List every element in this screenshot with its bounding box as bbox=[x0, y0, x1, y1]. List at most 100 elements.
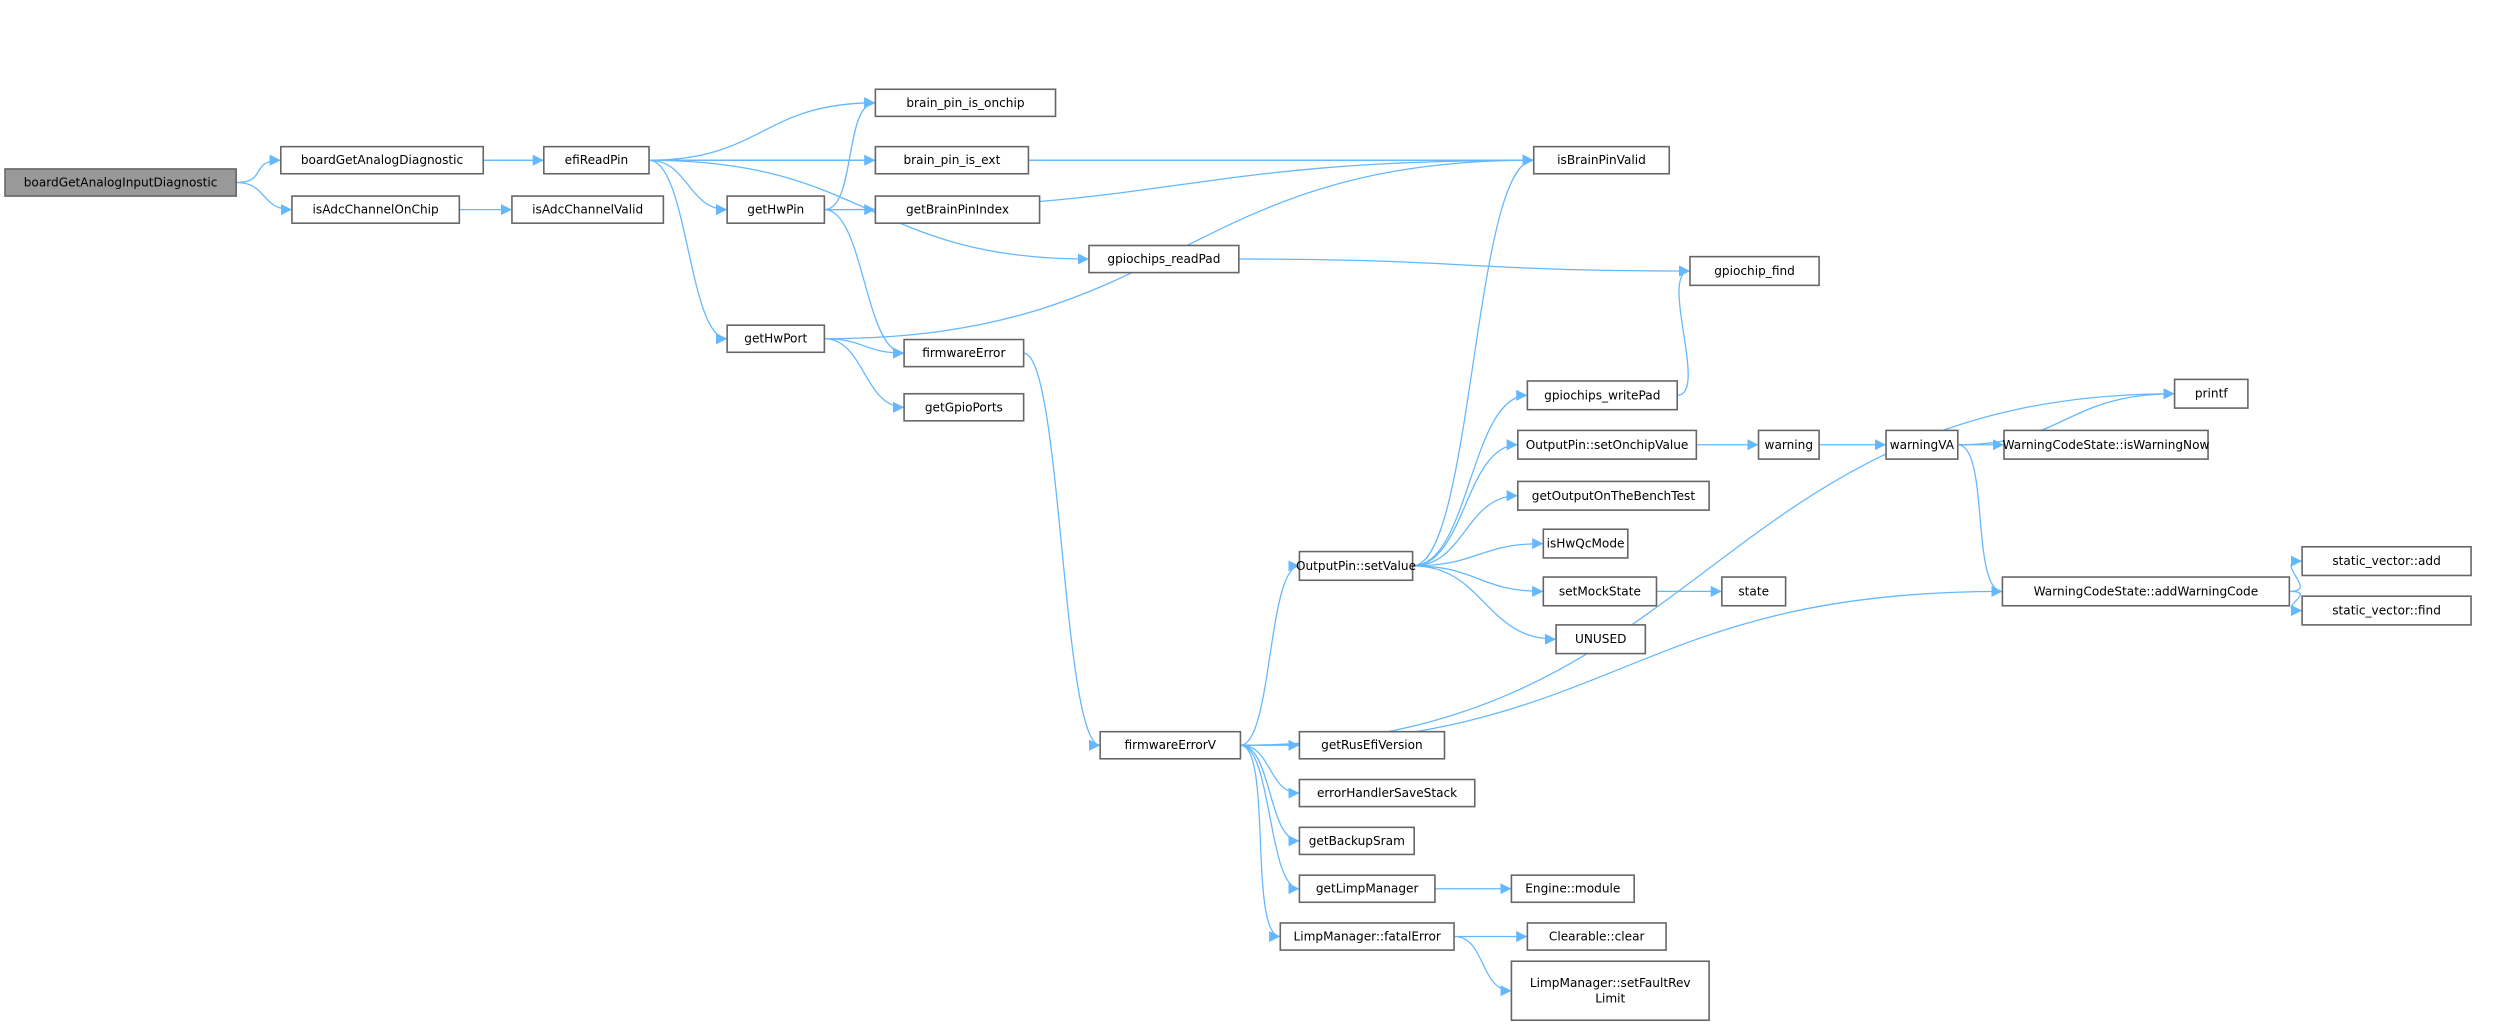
node-ibpv[interactable]: isBrainPinValid bbox=[1532, 145, 1671, 175]
node-label: getOutputOnTheBenchTest bbox=[1532, 489, 1696, 503]
node-label: static_vector::find bbox=[2332, 604, 2441, 618]
node-ghport[interactable]: getHwPort bbox=[726, 324, 826, 354]
node-lmfe[interactable]: LimpManager::fatalError bbox=[1279, 922, 1455, 951]
node-label: printf bbox=[2195, 387, 2228, 401]
node-box bbox=[1517, 429, 1698, 460]
node-box bbox=[1298, 730, 1446, 760]
node-box bbox=[1298, 778, 1476, 808]
edge-osv-to-ibpv bbox=[1412, 154, 1534, 567]
node-ghp[interactable]: getHwPin bbox=[726, 195, 826, 224]
node-label: OutputPin::setValue bbox=[1296, 559, 1416, 573]
node-label: WarningCodeState::isWarningNow bbox=[2003, 438, 2210, 452]
node-fe[interactable]: firmwareError bbox=[903, 338, 1025, 368]
node-grp[interactable]: gpiochips_readPad bbox=[1088, 244, 1240, 274]
node-wva[interactable]: warningVA bbox=[1885, 429, 1959, 460]
node-label: gpiochips_writePad bbox=[1544, 388, 1660, 402]
node-box bbox=[726, 324, 826, 354]
node-box bbox=[1721, 576, 1787, 607]
node-ehss[interactable]: errorHandlerSaveStack bbox=[1298, 778, 1476, 808]
node-label: isHwQcMode bbox=[1547, 537, 1625, 551]
node-sva[interactable]: static_vector::add bbox=[2301, 545, 2472, 577]
edge-erp-to-ghp bbox=[649, 159, 728, 216]
node-box bbox=[1555, 624, 1647, 655]
node-label: Clearable::clear bbox=[1549, 930, 1645, 944]
node-ggp[interactable]: getGpioPorts bbox=[903, 392, 1025, 422]
node-osv[interactable]: OutputPin::setValue bbox=[1296, 550, 1416, 582]
node-em[interactable]: Engine::module bbox=[1510, 874, 1635, 904]
node-label: getLimpManager bbox=[1316, 882, 1419, 896]
node-box bbox=[874, 145, 1030, 175]
edge-erp-to-ghport bbox=[648, 159, 728, 345]
node-box bbox=[4, 168, 237, 197]
node-fev[interactable]: firmwareErrorV bbox=[1099, 730, 1242, 760]
node-box bbox=[1088, 244, 1240, 274]
node-bgaid[interactable]: boardGetAnalogInputDiagnostic bbox=[4, 168, 237, 197]
node-grev[interactable]: getRusEfiVersion bbox=[1298, 730, 1446, 760]
node-label: errorHandlerSaveStack bbox=[1317, 786, 1457, 800]
node-box bbox=[1526, 922, 1667, 951]
node-gbpi[interactable]: getBrainPinIndex bbox=[874, 195, 1041, 224]
edge-fev-to-osv bbox=[1240, 560, 1300, 746]
node-warning[interactable]: warning bbox=[1757, 429, 1820, 460]
node-box bbox=[2003, 429, 2209, 460]
edge-ghp-to-bpio bbox=[824, 97, 876, 211]
node-label-line: Limit bbox=[1595, 992, 1625, 1006]
edge-gwp-to-gf bbox=[1677, 265, 1691, 396]
edge-fev-to-lmfe bbox=[1240, 744, 1281, 943]
edge-wva-to-awc bbox=[1957, 444, 2003, 597]
edge-osv-to-unused bbox=[1412, 565, 1557, 645]
edge-osv-to-gobt bbox=[1412, 490, 1518, 567]
node-svf[interactable]: static_vector::find bbox=[2301, 595, 2472, 626]
node-gf[interactable]: gpiochip_find bbox=[1689, 255, 1820, 287]
node-label: boardGetAnalogDiagnostic bbox=[301, 153, 463, 167]
node-bpio[interactable]: brain_pin_is_onchip bbox=[874, 88, 1057, 118]
node-box bbox=[1099, 730, 1242, 760]
node-state[interactable]: state bbox=[1721, 576, 1787, 607]
node-box bbox=[1542, 528, 1629, 559]
node-label: Engine::module bbox=[1525, 882, 1620, 896]
node-box bbox=[874, 195, 1041, 224]
node-sms[interactable]: setMockState bbox=[1542, 576, 1658, 607]
edge-fe-to-fev bbox=[1023, 352, 1101, 751]
node-ihqm[interactable]: isHwQcMode bbox=[1542, 528, 1629, 559]
node-unused[interactable]: UNUSED bbox=[1555, 624, 1647, 655]
node-label: boardGetAnalogInputDiagnostic bbox=[24, 176, 218, 190]
node-box bbox=[1542, 576, 1658, 607]
node-label: getBrainPinIndex bbox=[906, 203, 1009, 217]
node-box bbox=[903, 338, 1025, 368]
node-box bbox=[1298, 550, 1414, 582]
edge-awc-to-svf bbox=[2289, 590, 2303, 617]
node-box bbox=[2001, 576, 2291, 607]
node-box bbox=[291, 195, 461, 224]
edge-erp-to-bpio bbox=[649, 97, 876, 161]
node-box bbox=[726, 195, 826, 224]
node-label: gpiochip_find bbox=[1714, 264, 1795, 278]
node-erp[interactable]: efiReadPin bbox=[543, 145, 650, 175]
node-label: isAdcChannelOnChip bbox=[313, 203, 440, 217]
node-awc[interactable]: WarningCodeState::addWarningCode bbox=[2001, 576, 2291, 607]
node-iacoc[interactable]: isAdcChannelOnChip bbox=[291, 195, 461, 224]
node-gwp[interactable]: gpiochips_writePad bbox=[1526, 380, 1679, 411]
node-osov[interactable]: OutputPin::setOnchipValue bbox=[1517, 429, 1698, 460]
node-label: gpiochips_readPad bbox=[1107, 252, 1220, 266]
node-cc[interactable]: Clearable::clear bbox=[1526, 922, 1667, 951]
edge-fev-to-printf bbox=[1240, 388, 2175, 746]
node-glm[interactable]: getLimpManager bbox=[1298, 874, 1436, 904]
edge-fev-to-awc bbox=[1240, 585, 2003, 746]
node-iacv[interactable]: isAdcChannelValid bbox=[511, 195, 665, 224]
node-gobt[interactable]: getOutputOnTheBenchTest bbox=[1517, 480, 1710, 511]
node-bgad[interactable]: boardGetAnalogDiagnostic bbox=[279, 145, 485, 175]
node-label: firmwareErrorV bbox=[1125, 738, 1217, 752]
node-label: brain_pin_is_onchip bbox=[906, 96, 1024, 110]
node-box bbox=[2301, 545, 2472, 577]
node-box bbox=[1885, 429, 1959, 460]
node-printf[interactable]: printf bbox=[2173, 378, 2249, 409]
edge-fev-to-glm bbox=[1240, 744, 1300, 895]
node-label: static_vector::add bbox=[2332, 554, 2440, 568]
node-iwn[interactable]: WarningCodeState::isWarningNow bbox=[2003, 429, 2210, 460]
node-gbs[interactable]: getBackupSram bbox=[1298, 826, 1415, 856]
node-label-line: LimpManager::setFaultRev bbox=[1530, 976, 1691, 990]
edge-osv-to-sms bbox=[1412, 565, 1544, 597]
node-bpie[interactable]: brain_pin_is_ext bbox=[874, 145, 1030, 175]
